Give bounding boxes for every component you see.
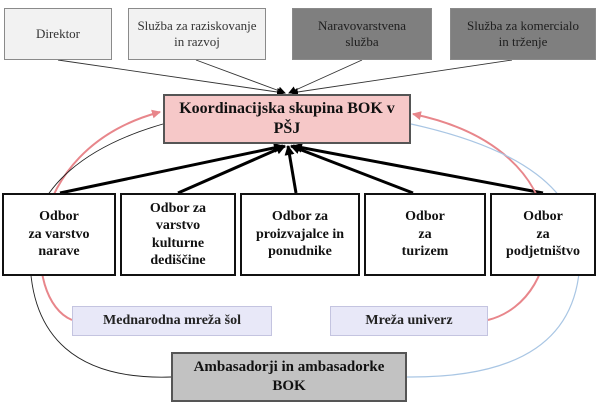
box-sluzba-raziskovanje: Služba za raziskovanje in razvoj	[128, 8, 266, 60]
box-odbor-kulturne-dediscine: Odbor za varstvo kulturne dediščine	[120, 193, 236, 276]
arrow-naravovarstvena-hub	[288, 59, 363, 94]
box-koordinacijska-skupina: Koordinacijska skupina BOK v PŠJ	[163, 94, 411, 144]
arrow-proizvajalci-hub	[284, 145, 298, 194]
box-odbor-turizem: Odbor za turizem	[364, 193, 486, 276]
arrow-kulturne-dediscine-hub	[177, 144, 286, 195]
box-mednarodna-mreza-sol: Mednarodna mreža šol	[72, 306, 272, 336]
committee-connectors	[59, 142, 544, 195]
arrow-komercialo-hub	[290, 59, 513, 96]
box-mreza-univerz: Mreža univerz	[330, 306, 488, 336]
arrow-varstvo-narave-hub	[59, 142, 284, 195]
box-sluzba-komercialo: Služba za komercialo in trženje	[450, 8, 596, 60]
arrow-raziskovanje-hub	[195, 59, 286, 95]
arrow-turizem-hub	[290, 144, 414, 195]
box-ambasadorji: Ambasadorji in ambasadorke BOK	[171, 352, 407, 402]
box-odbor-varstvo-narave: Odbor za varstvo narave	[2, 193, 116, 276]
arrow-direktor-hub	[57, 59, 285, 96]
box-naravovarstvena-sluzba: Naravovarstvena služba	[292, 8, 432, 60]
arrow-podjetnistvo-hub	[292, 142, 544, 195]
top-box-connectors	[57, 59, 513, 96]
box-odbor-podjetnistvo: Odbor za podjetništvo	[490, 193, 596, 276]
box-direktor: Direktor	[4, 8, 112, 60]
box-odbor-proizvajalci: Odbor za proizvajalce in ponudnike	[240, 193, 360, 276]
